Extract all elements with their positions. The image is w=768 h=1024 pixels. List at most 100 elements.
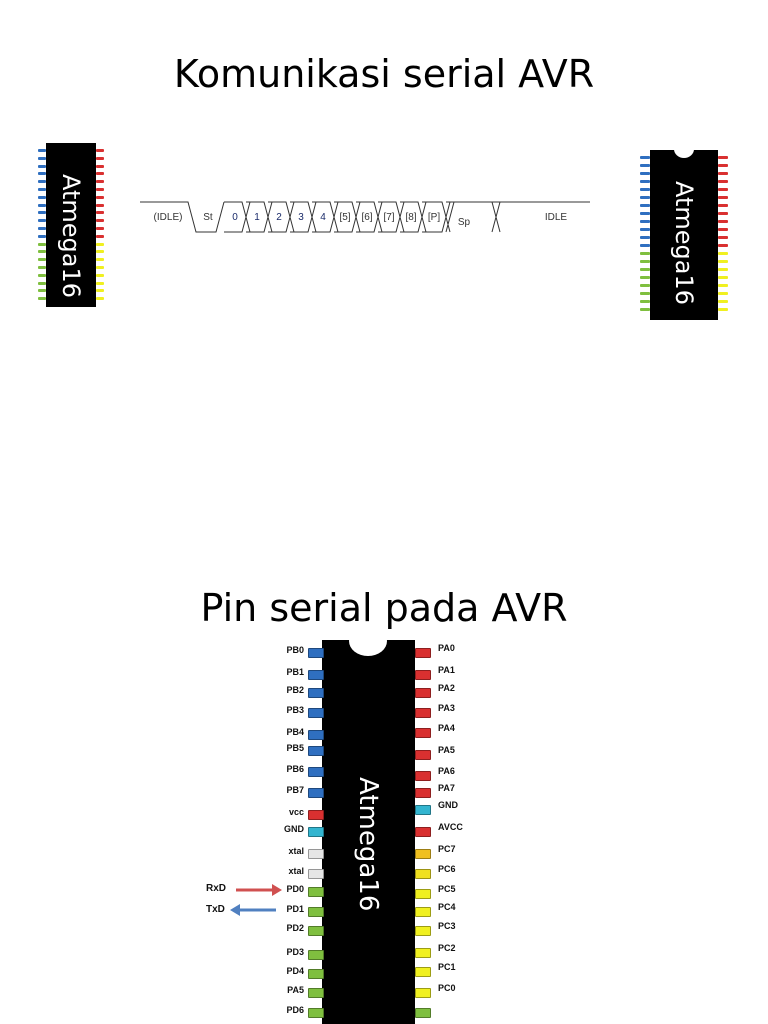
chip-pin [718, 188, 728, 191]
chip-pin [96, 164, 104, 168]
left-pin [308, 926, 324, 936]
txd-arrow [230, 904, 276, 916]
chip-pin [718, 268, 728, 271]
frame-segment-label: Sp [458, 217, 471, 228]
chip-pin [718, 284, 728, 287]
chip-pin [38, 172, 46, 176]
left-pin [308, 788, 324, 798]
chip-pin [96, 180, 104, 184]
right-pin-label: PC4 [438, 902, 456, 912]
left-pin-label: PD2 [286, 923, 304, 933]
slide2-title: Pin serial pada AVR [200, 586, 568, 630]
chip-pin [96, 227, 104, 230]
chip-pin [96, 219, 104, 223]
left-pin [308, 708, 324, 718]
left-pin-label: PB0 [286, 645, 304, 655]
right-pin-label: PA7 [438, 783, 455, 793]
chip-pin [38, 219, 46, 223]
chip-pin [640, 212, 650, 215]
chip-pin [718, 204, 728, 207]
right-pin-label: AVCC [438, 822, 463, 832]
frame-segment-label: IDLE [545, 212, 568, 223]
left-pin [308, 670, 324, 680]
left-pin-label: PB3 [286, 705, 304, 715]
chip-pin [640, 188, 650, 191]
chip-pin [718, 180, 728, 183]
rxd-arrow [236, 884, 282, 896]
left-pin [308, 849, 324, 859]
chip-pin [718, 244, 728, 247]
chip-pin [96, 149, 104, 152]
chip-pin [640, 196, 650, 199]
chip-pin [38, 250, 46, 254]
chip-pin [96, 234, 104, 238]
left-pin-label: PD6 [286, 1005, 304, 1015]
chip-pin [640, 260, 650, 263]
left-pin [308, 827, 324, 837]
big-chip-body [322, 640, 415, 1024]
left-pin [308, 887, 324, 897]
right-pin [415, 948, 431, 958]
right-pin-label: PA5 [438, 745, 455, 755]
chip-pin [96, 195, 104, 199]
frame-segment-label: 2 [276, 212, 282, 223]
chip-pin [96, 250, 104, 254]
right-pin-label: PC2 [438, 943, 456, 953]
chip-pin [38, 297, 46, 301]
chip-pin [96, 297, 104, 301]
right-chip-notch [674, 140, 694, 158]
right-pin-label: PA1 [438, 665, 455, 675]
left-pin-label: PB2 [286, 685, 304, 695]
chip-pin [38, 188, 46, 191]
right-pin [415, 967, 431, 977]
chip-pin [640, 236, 650, 239]
right-pin [415, 869, 431, 879]
chip-pin [718, 292, 728, 295]
chip-pin [38, 273, 46, 277]
left-pin [308, 950, 324, 960]
chip-pin [38, 242, 46, 246]
right-pin [415, 648, 431, 658]
chip-pin [38, 258, 46, 262]
right-pin [415, 805, 431, 815]
chip-pin [718, 260, 728, 263]
left-pin [308, 730, 324, 740]
right-pin [415, 889, 431, 899]
left-pin-label: PA5 [287, 985, 304, 995]
left-pin-label: PB6 [286, 764, 304, 774]
chip-pin [718, 212, 728, 215]
chip-pin [718, 220, 728, 223]
frame-segment-label: [P] [428, 212, 440, 223]
right-pin [415, 670, 431, 680]
left-pin [308, 648, 324, 658]
right-pin-label: PC3 [438, 921, 456, 931]
slide1-title: Komunikasi serial AVR [173, 52, 595, 96]
right-pin-label: PC6 [438, 864, 456, 874]
frame-segment-label: 0 [232, 212, 238, 223]
chip-pin [640, 180, 650, 183]
right-chip-body [650, 150, 718, 320]
frame-waveform [140, 201, 590, 233]
chip-pin [38, 289, 46, 293]
chip-pin [718, 196, 728, 199]
big-chip-label: Atmega16 [353, 777, 383, 912]
chip-pin [38, 234, 46, 238]
chip-pin [640, 244, 650, 247]
chip-pin [96, 203, 104, 207]
chip-pin [38, 203, 46, 207]
right-pin [415, 907, 431, 917]
chip-pin [640, 284, 650, 287]
left-pin-label: PD1 [286, 904, 304, 914]
right-pin-label: GND [438, 800, 458, 810]
chip-pin [640, 300, 650, 303]
right-pin [415, 988, 431, 998]
frame-segment-label: [6] [361, 212, 372, 223]
chip-pin [640, 164, 650, 167]
chip-pin [38, 156, 46, 160]
right-pin-label: PC5 [438, 884, 456, 894]
left-chip-body [46, 143, 96, 307]
left-pin [308, 988, 324, 998]
chip-pin [96, 156, 104, 160]
right-pin-label: PC7 [438, 844, 456, 854]
